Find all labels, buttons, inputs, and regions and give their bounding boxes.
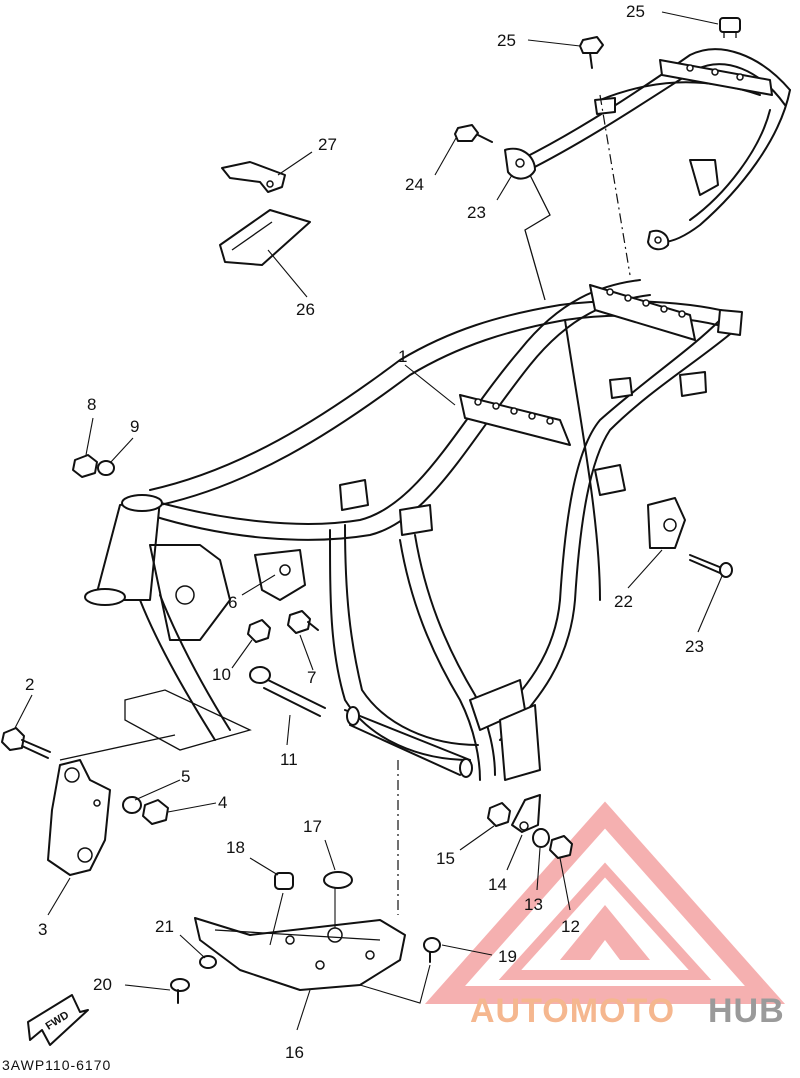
- part-4-nut: [142, 799, 169, 825]
- part-27-pad: [219, 209, 311, 266]
- part-12-nut: [549, 835, 573, 859]
- part-2-bolt: [1, 727, 51, 759]
- part-7-bolt: [287, 610, 311, 634]
- diagram-code: 3AWP110-6170: [2, 1057, 111, 1073]
- rear-subframe: [504, 48, 791, 251]
- part-21-washer: [199, 955, 217, 969]
- callout-16: 16: [285, 1043, 304, 1062]
- part-26-cap: [719, 17, 741, 38]
- callout-14: 14: [488, 875, 507, 894]
- callout-23: 23: [685, 637, 704, 656]
- alignment-line: [124, 689, 252, 751]
- part-28-clip: [221, 161, 286, 193]
- part-15-nut: [487, 802, 511, 827]
- fwd-arrow-icon: FWD: [27, 994, 89, 1046]
- callout-15: 15: [436, 849, 455, 868]
- part-22-mount: [647, 497, 686, 549]
- callout-19: 19: [498, 947, 517, 966]
- callout-8: 8: [87, 395, 96, 414]
- alignment-line: [59, 734, 176, 761]
- alignment-line: [524, 174, 551, 301]
- leader-lines: [14, 11, 723, 1031]
- callout-12: 12: [561, 917, 580, 936]
- part-3-bracket: [47, 759, 111, 876]
- watermark-text-dark: HUB: [708, 992, 785, 1030]
- part-13-washer: [532, 828, 550, 848]
- callout-10: 10: [212, 665, 231, 684]
- part-17-cap: [323, 871, 353, 889]
- part-25-bolt-upper: [579, 36, 604, 69]
- callout-21: 21: [155, 917, 174, 936]
- callout-labels: 25 25 27 24 23 26 1 8 9 6 10 7 2 11 5 4 …: [25, 2, 704, 1062]
- callout-27: 26: [296, 300, 315, 319]
- main-frame: [84, 279, 743, 781]
- callout-6: 6: [228, 593, 237, 612]
- part-16-skid-plate: [194, 917, 406, 991]
- callout-22: 22: [614, 592, 633, 611]
- callout-13: 13: [524, 895, 543, 914]
- part-18-grommet: [274, 872, 294, 890]
- callout-7: 7: [307, 668, 316, 687]
- part-11-long-bolt: [249, 666, 326, 717]
- part-25-bolt-lower: [454, 124, 493, 143]
- callout-26: 25: [626, 2, 645, 21]
- callout-5: 5: [181, 767, 190, 786]
- callout-11: 11: [280, 750, 298, 769]
- callout-3: 3: [38, 920, 47, 939]
- callout-18: 18: [226, 838, 245, 857]
- part-14-bracket: [511, 794, 541, 833]
- callout-2: 2: [25, 675, 34, 694]
- callout-25-upper: 25: [497, 31, 516, 50]
- part-8-nut: [72, 454, 98, 478]
- callout-25-lower: 24: [405, 175, 424, 194]
- watermark-logo-icon: [424, 801, 786, 1004]
- watermark-text-light: AUTOMOTO: [470, 992, 675, 1030]
- part-5-washer: [122, 796, 142, 814]
- callout-9: 9: [130, 417, 139, 436]
- callout-4: 4: [218, 793, 227, 812]
- callout-17: 17: [303, 817, 322, 836]
- watermark-text: AUTOMOTO HUB: [470, 992, 785, 1030]
- part-10-bolt: [247, 619, 271, 643]
- part-19-bolt: [423, 937, 441, 963]
- callout-20: 20: [93, 975, 112, 994]
- callout-1: 1: [398, 347, 407, 366]
- part-20-bolt: [170, 978, 190, 1004]
- part-23-bolt: [689, 554, 733, 578]
- callout-28: 27: [318, 135, 337, 154]
- callout-24: 23: [467, 203, 486, 222]
- part-9-washer: [97, 460, 115, 476]
